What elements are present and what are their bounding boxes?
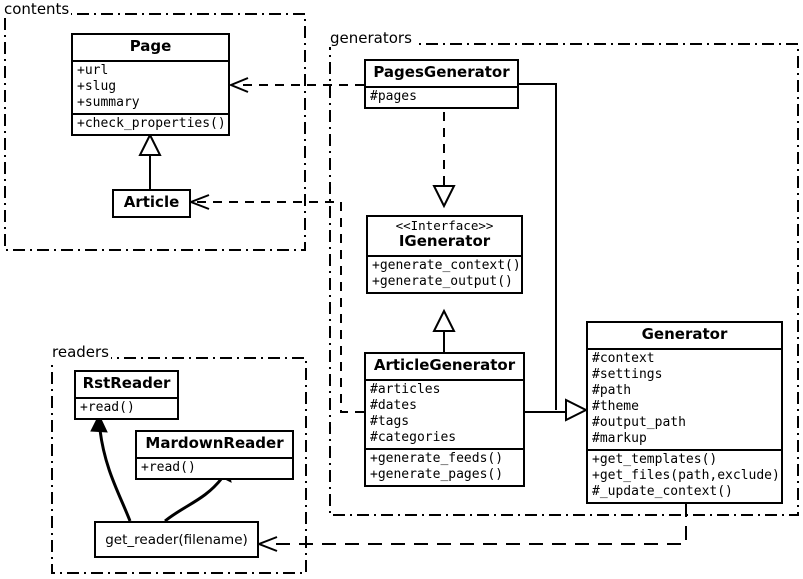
operation-item: +generate_output() xyxy=(372,273,513,289)
attribute-item: +summary xyxy=(77,94,140,110)
class-stereotype-igenerator: <<Interface>> xyxy=(395,218,494,233)
realization-arrowhead-igenerator xyxy=(432,185,456,209)
class-operations-articlegenerator: +generate_feeds() +generate_pages() xyxy=(366,447,523,485)
class-name-rstreader: RstReader xyxy=(82,374,171,392)
attribute-item: #theme xyxy=(592,398,639,414)
operation-item: +generate_feeds() xyxy=(370,450,504,466)
attribute-item: #dates xyxy=(370,397,417,413)
attribute-item: #settings xyxy=(592,366,663,382)
class-name-igenerator: IGenerator xyxy=(398,231,491,250)
class-name-articlegenerator: ArticleGenerator xyxy=(373,356,516,374)
class-box-articlegenerator[interactable]: ArticleGenerator #articles #dates #tags … xyxy=(364,352,525,487)
class-name-mardownreader: MardownReader xyxy=(145,434,284,452)
class-operations-rstreader: +read() xyxy=(76,396,177,418)
class-box-mardownreader[interactable]: MardownReader +read() xyxy=(135,430,294,480)
class-box-article[interactable]: Article xyxy=(112,189,191,218)
class-attributes-page: +url +slug +summary xyxy=(73,59,228,113)
function-label-get-reader: get_reader(filename) xyxy=(105,531,248,548)
operation-item: +get_templates() xyxy=(592,451,718,467)
attribute-item: +slug xyxy=(77,78,117,94)
class-box-pagesgenerator[interactable]: PagesGenerator #pages xyxy=(364,59,519,109)
attribute-item: #categories xyxy=(370,429,457,445)
operation-item: +generate_context() xyxy=(372,257,521,273)
dependency-arrowhead-article xyxy=(188,194,210,210)
package-label-readers: readers xyxy=(51,343,111,361)
operation-item: +get_files(path,exclude) xyxy=(592,467,780,483)
dependency-articlegenerator-article xyxy=(196,201,364,413)
attribute-item: #markup xyxy=(592,430,647,446)
dependency-arrowhead-getreader xyxy=(256,536,278,552)
generalization-arrowhead-igenerator xyxy=(432,308,456,332)
generalization-arrowhead-page xyxy=(138,132,162,156)
class-box-page[interactable]: Page +url +slug +summary +check_properti… xyxy=(71,33,230,136)
operation-item: +check_properties() xyxy=(77,115,226,131)
association-getreader-rstreader xyxy=(98,429,132,522)
attribute-item: #path xyxy=(592,382,632,398)
generalization-arrowhead-generator xyxy=(565,398,589,422)
class-name-article: Article xyxy=(123,193,180,211)
operation-item: #_update_context() xyxy=(592,483,733,499)
class-operations-igenerator: +generate_context() +generate_output() xyxy=(368,254,521,292)
class-attributes-articlegenerator: #articles #dates #tags #categories xyxy=(366,378,523,448)
package-label-contents: contents xyxy=(3,0,72,18)
dependency-generator-getreader xyxy=(268,503,687,545)
package-label-generators: generators xyxy=(329,29,414,47)
class-operations-mardownreader: +read() xyxy=(137,456,292,478)
attribute-item: #output_path xyxy=(592,414,686,430)
association-getreader-mardownreader xyxy=(164,477,224,523)
attribute-item: +url xyxy=(77,62,109,78)
class-operations-generator: +get_templates() +get_files(path,exclude… xyxy=(588,448,781,502)
operation-item: +generate_pages() xyxy=(370,466,504,482)
class-attributes-generator: #context #settings #path #theme #output_… xyxy=(588,347,781,449)
dependency-arrowhead-page xyxy=(228,77,249,93)
class-name-pagesgenerator: PagesGenerator xyxy=(373,63,510,81)
function-box-get-reader[interactable]: get_reader(filename) xyxy=(94,521,259,558)
operation-item: +read() xyxy=(141,459,196,475)
class-name-page: Page xyxy=(129,37,172,55)
attribute-item: #context xyxy=(592,350,655,366)
class-attributes-pagesgenerator: #pages xyxy=(366,85,517,107)
operation-item: +read() xyxy=(80,399,135,415)
class-name-generator: Generator xyxy=(641,325,728,343)
attribute-item: #pages xyxy=(370,88,417,104)
attribute-item: #articles xyxy=(370,381,441,397)
class-operations-page: +check_properties() xyxy=(73,112,228,134)
class-box-igenerator[interactable]: <<Interface>> IGenerator +generate_conte… xyxy=(366,215,523,294)
class-box-generator[interactable]: Generator #context #settings #path #them… xyxy=(586,321,783,504)
attribute-item: #tags xyxy=(370,413,410,429)
class-box-rstreader[interactable]: RstReader +read() xyxy=(74,370,179,420)
